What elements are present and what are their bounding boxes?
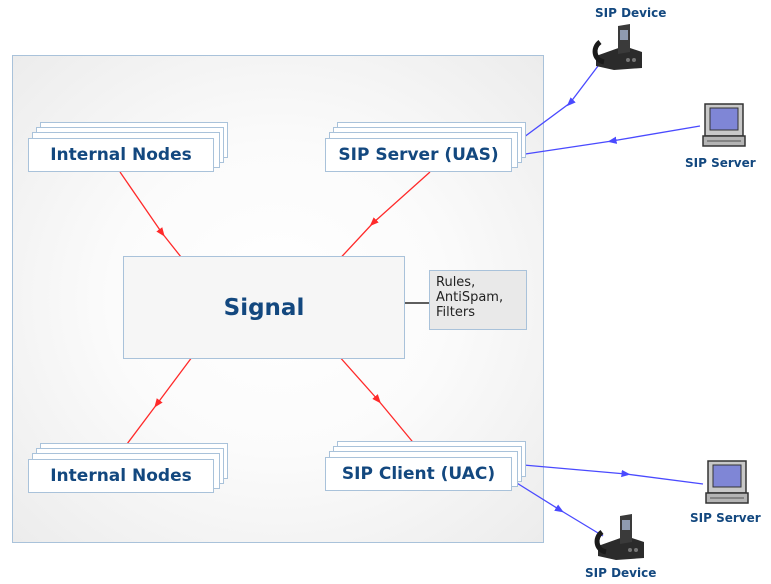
phone-icon — [594, 514, 644, 560]
link-sipclient-to-server-bottom — [511, 463, 704, 485]
rules-line-3: Filters — [436, 305, 475, 320]
link-sipclient-to-device-bottom — [511, 479, 604, 537]
rules-line-1: Rules, — [436, 275, 476, 290]
flow-signal-to-internal-bottom — [114, 336, 208, 461]
server-bottom-caption: SIP Server — [690, 511, 761, 525]
link-server-right-to-sipserver — [511, 125, 701, 157]
computer-icon — [702, 103, 746, 147]
internal-nodes-top-stack: Internal Nodes — [28, 122, 228, 172]
signal-box: Signal — [123, 256, 405, 359]
sip-client-stack: SIP Client (UAC) — [325, 441, 526, 491]
internal-nodes-bottom-label: Internal Nodes — [28, 459, 214, 493]
link-device-top-to-sipserver — [511, 65, 599, 147]
rules-box: Rules, AntiSpam, Filters — [429, 270, 527, 330]
sip-server-stack: SIP Server (UAS) — [325, 122, 526, 172]
signal-label: Signal — [223, 294, 305, 321]
device-bottom-caption: SIP Device — [585, 566, 657, 580]
sip-client-label: SIP Client (UAC) — [325, 457, 512, 491]
server-right-caption: SIP Server — [685, 156, 756, 170]
internal-nodes-top-label: Internal Nodes — [28, 138, 214, 172]
internal-nodes-bottom-stack: Internal Nodes — [28, 443, 228, 493]
rules-line-2: AntiSpam, — [436, 290, 504, 305]
sip-server-label: SIP Server (UAS) — [325, 138, 512, 172]
phone-icon — [592, 24, 642, 70]
computer-icon — [705, 460, 749, 504]
device-top-caption: SIP Device — [595, 6, 667, 20]
